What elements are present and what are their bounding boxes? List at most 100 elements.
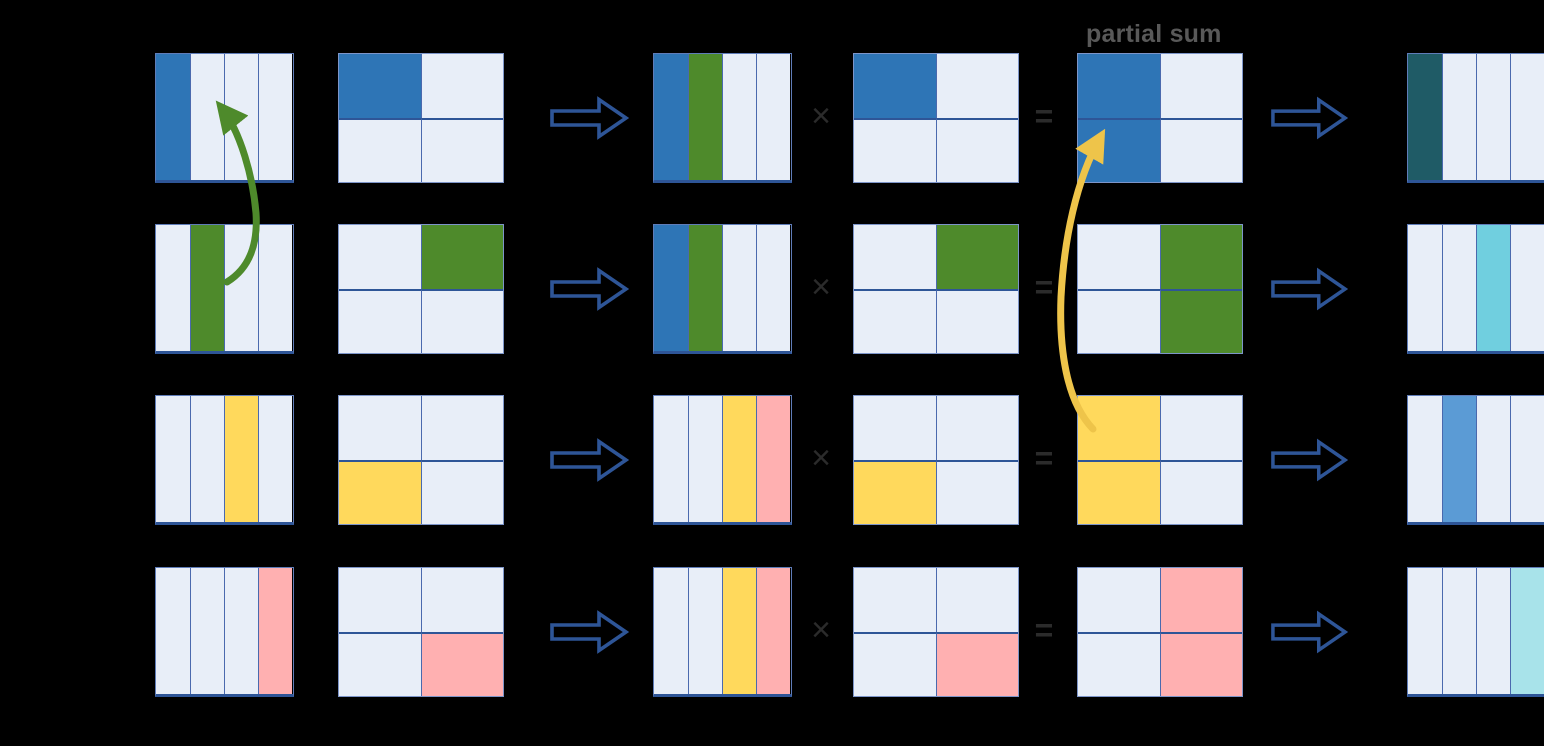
step-3-input-column-matrix-cell-2 <box>224 396 258 522</box>
step-3-packed-column-matrix-cell-0 <box>654 396 688 522</box>
step-2-packed-column-matrix-cell-0 <box>654 225 688 351</box>
step-1-weight-tile-matrix-cell-r0c1 <box>421 54 503 118</box>
step-4-packed-column-matrix-cell-0 <box>654 568 688 694</box>
step-1-packed-column-matrix-cell-0 <box>654 54 688 180</box>
step-3-output-column-matrix-cell-1 <box>1442 396 1476 522</box>
step-1-input-column-matrix-cell-0 <box>156 54 190 180</box>
step-2-input-column-matrix-cell-1 <box>190 225 224 351</box>
step-2-output-column-matrix <box>1407 224 1544 354</box>
step-3-weight-operand-matrix-cell-r1c1 <box>936 460 1018 524</box>
step-1-weight-operand-matrix-cell-r1c0 <box>854 118 936 182</box>
step-1-input-column-matrix <box>155 53 294 183</box>
step-4-partial-sum-matrix-cell-r0c0 <box>1078 568 1160 632</box>
step-4-arrow-right-icon-2 <box>1270 609 1349 655</box>
step-2-weight-operand-matrix-cell-r1c0 <box>854 289 936 353</box>
step-2-packed-column-matrix-cell-3 <box>756 225 790 351</box>
step-1-output-column-matrix-cell-0 <box>1408 54 1442 180</box>
step-2-output-column-matrix-cell-2 <box>1476 225 1510 351</box>
step-4-partial-sum-matrix <box>1077 567 1243 697</box>
step-3-packed-column-matrix-cell-2 <box>722 396 756 522</box>
step-4-input-column-matrix-cell-3 <box>258 568 292 694</box>
step-2-packed-column-matrix-cell-1 <box>688 225 722 351</box>
step-1-weight-tile-matrix-cell-r1c0 <box>339 118 421 182</box>
step-2-output-column-matrix-cell-3 <box>1510 225 1544 351</box>
step-4-weight-tile-matrix-cell-r1c0 <box>339 632 421 696</box>
step-2-multiply-operator: × <box>811 268 831 306</box>
step-3-arrow-right-icon-svg <box>550 438 630 482</box>
step-2-input-column-matrix-cell-3 <box>258 225 292 351</box>
step-1-arrow-right-icon-svg <box>550 96 630 140</box>
step-2-arrow-right-icon-2-svg <box>1271 267 1349 311</box>
step-3-output-column-matrix <box>1407 395 1544 525</box>
step-3-output-column-matrix-cell-2 <box>1476 396 1510 522</box>
step-1-multiply-operator: × <box>811 97 831 135</box>
step-4-arrow-right-icon <box>549 609 630 655</box>
step-3-weight-operand-matrix-cell-r1c0 <box>854 460 936 524</box>
step-1-partial-sum-matrix-cell-r0c0 <box>1078 54 1160 118</box>
step-3-weight-tile-matrix <box>338 395 504 525</box>
step-3-partial-sum-matrix-cell-r0c1 <box>1160 396 1242 460</box>
step-3-equals-operator: = <box>1034 440 1054 476</box>
step-2-partial-sum-matrix-cell-r0c0 <box>1078 225 1160 289</box>
step-3-weight-operand-matrix-cell-r0c1 <box>936 396 1018 460</box>
step-1-packed-column-matrix-cell-3 <box>756 54 790 180</box>
step-2-arrow-right-icon-2 <box>1270 266 1349 312</box>
step-3-arrow-right-icon <box>549 437 630 483</box>
step-4-packed-column-matrix-cell-1 <box>688 568 722 694</box>
step-4-input-column-matrix-cell-1 <box>190 568 224 694</box>
step-2-input-column-matrix <box>155 224 294 354</box>
step-2-weight-operand-matrix-cell-r1c1 <box>936 289 1018 353</box>
step-1-partial-sum-matrix-cell-r1c0 <box>1078 118 1160 182</box>
step-4-multiply-operator: × <box>811 611 831 649</box>
step-3-input-column-matrix-cell-3 <box>258 396 292 522</box>
step-2-input-column-matrix-cell-0 <box>156 225 190 351</box>
step-4-arrow-right-icon-2-svg <box>1271 610 1349 654</box>
step-2-output-column-matrix-cell-1 <box>1442 225 1476 351</box>
step-3-arrow-right-icon-2 <box>1270 437 1349 483</box>
step-4-output-column-matrix-cell-3 <box>1510 568 1544 694</box>
step-4-weight-operand-matrix <box>853 567 1019 697</box>
step-3-input-column-matrix-cell-1 <box>190 396 224 522</box>
step-2-weight-operand-matrix <box>853 224 1019 354</box>
step-2-equals-operator: = <box>1034 269 1054 305</box>
step-4-arrow-right-icon-svg <box>550 610 630 654</box>
step-1-packed-column-matrix <box>653 53 792 183</box>
step-3-multiply-operator: × <box>811 439 831 477</box>
step-1-weight-operand-matrix-cell-r0c1 <box>936 54 1018 118</box>
step-4-partial-sum-matrix-cell-r0c1 <box>1160 568 1242 632</box>
step-4-weight-tile-matrix-cell-r1c1 <box>421 632 503 696</box>
step-4-partial-sum-matrix-cell-r1c1 <box>1160 632 1242 696</box>
step-1-partial-sum-matrix-cell-r0c1 <box>1160 54 1242 118</box>
step-4-packed-column-matrix-cell-2 <box>722 568 756 694</box>
step-2-weight-tile-matrix-cell-r1c1 <box>421 289 503 353</box>
step-1-partial-sum-matrix <box>1077 53 1243 183</box>
step-3-output-column-matrix-cell-3 <box>1510 396 1544 522</box>
step-3-output-column-matrix-cell-0 <box>1408 396 1442 522</box>
step-3-packed-column-matrix <box>653 395 792 525</box>
step-3-weight-tile-matrix-cell-r0c1 <box>421 396 503 460</box>
step-4-weight-operand-matrix-cell-r0c1 <box>936 568 1018 632</box>
step-2-weight-operand-matrix-cell-r0c1 <box>936 225 1018 289</box>
step-4-weight-operand-matrix-cell-r1c0 <box>854 632 936 696</box>
step-3-partial-sum-matrix-cell-r0c0 <box>1078 396 1160 460</box>
step-3-input-column-matrix <box>155 395 294 525</box>
step-1-arrow-right-icon-2 <box>1270 95 1349 141</box>
step-1-output-column-matrix-cell-2 <box>1476 54 1510 180</box>
step-4-weight-tile-matrix-cell-r0c0 <box>339 568 421 632</box>
step-2-partial-sum-matrix-cell-r1c0 <box>1078 289 1160 353</box>
step-4-weight-tile-matrix <box>338 567 504 697</box>
step-4-input-column-matrix-cell-2 <box>224 568 258 694</box>
step-4-weight-operand-matrix-cell-r0c0 <box>854 568 936 632</box>
step-2-partial-sum-matrix-cell-r1c1 <box>1160 289 1242 353</box>
partial-sum-label: partial sum <box>1086 20 1222 48</box>
step-4-packed-column-matrix <box>653 567 792 697</box>
step-1-input-column-matrix-cell-1 <box>190 54 224 180</box>
step-1-partial-sum-matrix-cell-r1c1 <box>1160 118 1242 182</box>
step-4-partial-sum-matrix-cell-r1c0 <box>1078 632 1160 696</box>
step-1-arrow-right-icon-2-svg <box>1271 96 1349 140</box>
step-1-input-column-matrix-cell-3 <box>258 54 292 180</box>
step-4-output-column-matrix-cell-2 <box>1476 568 1510 694</box>
step-3-weight-tile-matrix-cell-r1c1 <box>421 460 503 524</box>
step-3-input-column-matrix-cell-0 <box>156 396 190 522</box>
